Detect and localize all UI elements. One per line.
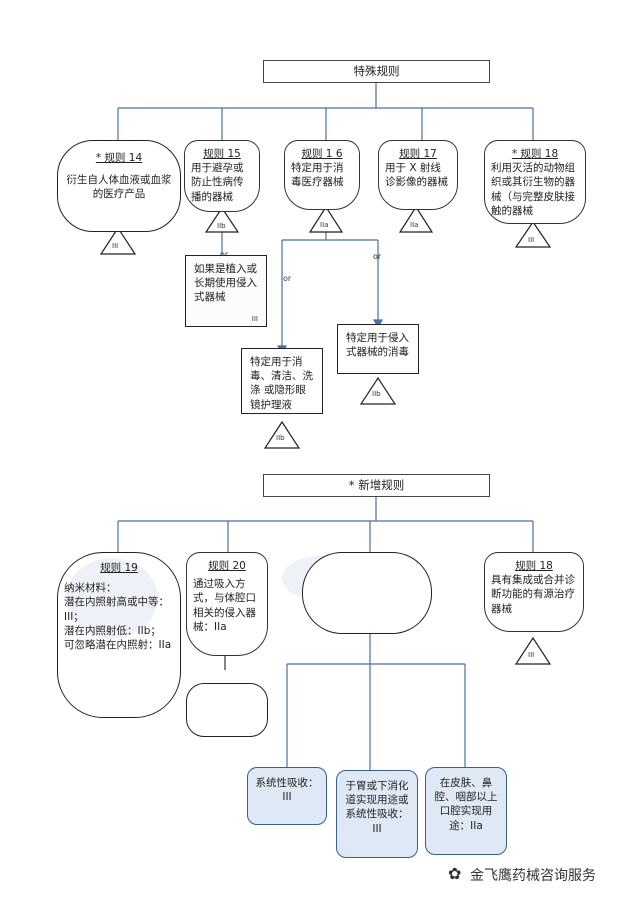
rule-18b-body: 具有集成或合并诊断功能的有源治疗器械 — [491, 574, 575, 615]
leaf-skin-nasal: 在皮肤、鼻腔、咽部以上口腔实现用途：IIa — [425, 767, 507, 855]
rule-16-title: 规则 1 6 — [301, 148, 343, 160]
leaf-stomach-gi: 于胃或下消化道实现用途或系统性吸收：III — [336, 770, 418, 858]
watermark-logo-icon: ✿ — [448, 864, 462, 883]
rule-18-class: III — [528, 236, 535, 244]
rule-17-node: 规则 17 用于 X 射线诊影像的器械 — [378, 140, 458, 210]
rule-20-body: 通过吸入方式，与体腔口相关的侵入器械：IIa — [193, 578, 256, 633]
or-label: or — [283, 274, 292, 283]
section-header-new-rules: * 新增规则 — [263, 474, 490, 497]
class-triangle — [514, 636, 552, 665]
class-triangle — [99, 226, 137, 255]
or-label: or — [220, 250, 228, 259]
implant-box-class: III — [251, 314, 258, 323]
empty-rounded-box — [186, 683, 268, 737]
rule-19-title: 规则 19 — [100, 562, 138, 574]
disinfect-box-body: 特定用于消毒、清洁、洗涤 或隐形眼镜护理液 — [250, 356, 313, 411]
class-triangle — [263, 420, 301, 449]
rule-17-title: 规则 17 — [399, 148, 437, 160]
class-triangle — [204, 206, 240, 233]
disinfect-box-class: IIb — [276, 434, 285, 442]
disinfect-box: 特定用于消毒、清洁、洗涤 或隐形眼镜护理液 — [241, 348, 323, 414]
or-label: or — [373, 252, 382, 261]
rule-18b-node: 规则 18 具有集成或合并诊断功能的有源治疗器械 — [484, 552, 584, 632]
leaf-skin-nasal-text: 在皮肤、鼻腔、咽部以上口腔实现用途：IIa — [434, 777, 498, 832]
class-triangle — [308, 205, 344, 233]
rule-15-title: 规则 15 — [203, 148, 241, 160]
invasive-disinfect-box-class: IIb — [372, 390, 381, 398]
rule-14-title: * 规则 14 — [95, 152, 143, 164]
class-triangle — [514, 220, 552, 248]
leaf-systemic-absorption: 系统性吸收：III — [247, 767, 327, 825]
rule-17-class: IIa — [410, 221, 419, 229]
rule-14-body: 衍生自人体血液或血浆的医疗产品 — [66, 174, 172, 201]
invasive-disinfect-box-body: 特定用于侵入式器械的消毒 — [346, 332, 409, 359]
rule-18-title: * 规则 18 — [511, 148, 559, 160]
rule-15-class: IIb — [217, 222, 226, 230]
rule-17-body: 用于 X 射线诊影像的器械 — [385, 162, 448, 189]
class-triangle — [398, 205, 434, 233]
rule-19-body: 纳米材料： 潜在内照射高或中等：III； 潜在内照射低：IIb； 可忽略潜在内照… — [64, 582, 172, 651]
section-header-special-rules: 特殊规则 — [263, 60, 490, 83]
rule-18b-title: 规则 18 — [515, 560, 553, 572]
rule-16-body: 特定用于消毒医疗器械 — [291, 162, 344, 189]
implant-box-body: 如果是植入或长期使用侵入式器械 — [194, 263, 257, 304]
rule-15-node: 规则 15 用于避孕或防止性病传播的器械 — [184, 140, 260, 212]
rule-15-body: 用于避孕或防止性病传播的器械 — [191, 162, 244, 203]
watermark-text: 金飞鹰药械咨询服务 — [470, 868, 596, 884]
rule-18-node: * 规则 18 利用灭活的动物组织或其衍生物的器械（与完整皮肤接触的器械 — [484, 140, 586, 224]
rule-20-node: 规则 20 通过吸入方式，与体腔口相关的侵入器械：IIa — [186, 552, 268, 656]
rule-14-class: III — [112, 242, 119, 250]
class-triangle — [359, 376, 397, 405]
leaf-stomach-gi-text: 于胃或下消化道实现用途或系统性吸收：III — [345, 780, 409, 835]
rule-18-body: 利用灭活的动物组织或其衍生物的器械（与完整皮肤接触的器械 — [491, 162, 575, 217]
rule-20-title: 规则 20 — [208, 560, 246, 572]
rule-19-node: 规则 19 纳米材料： 潜在内照射高或中等：III； 潜在内照射低：IIb； 可… — [57, 552, 181, 718]
implant-box: 如果是植入或长期使用侵入式器械 III — [185, 255, 267, 327]
rule-14-node: * 规则 14 衍生自人体血液或血浆的医疗产品 — [57, 140, 181, 232]
rule-16-node: 规则 1 6 特定用于消毒医疗器械 — [284, 140, 360, 210]
rule-16-class: IIa — [320, 221, 329, 229]
leaf-systemic-absorption-text: 系统性吸收：III — [255, 777, 319, 804]
invasive-disinfect-box: 特定用于侵入式器械的消毒 — [337, 324, 419, 374]
rule-18b-class: III — [528, 651, 535, 659]
empty-pill-node — [302, 552, 432, 634]
